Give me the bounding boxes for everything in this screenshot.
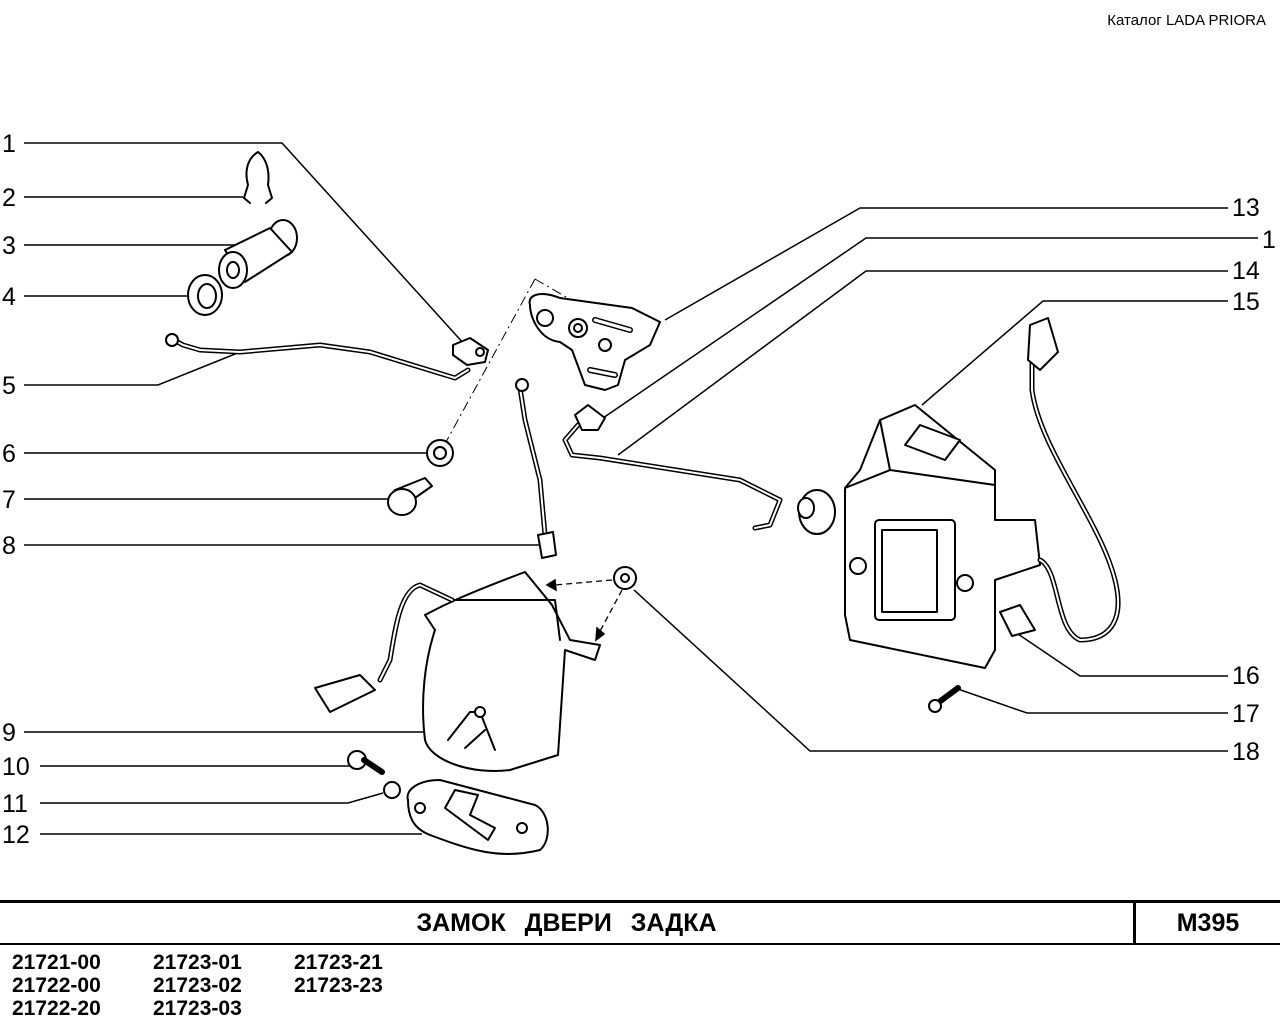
callout-17: 17	[1232, 700, 1260, 728]
rod-14	[562, 422, 783, 531]
leader-18	[633, 589, 1228, 752]
leader-13	[664, 207, 1228, 321]
callout-8: 8	[2, 532, 16, 560]
leader-1	[24, 142, 466, 346]
rod-clip-right	[574, 404, 606, 431]
callout-13: 13	[1232, 194, 1260, 222]
leader-5	[24, 351, 241, 386]
nut	[383, 781, 401, 799]
rod-clip	[452, 337, 489, 366]
callout-14: 14	[1232, 257, 1260, 285]
actuator-connector	[1027, 317, 1059, 371]
callout-16: 16	[1232, 662, 1260, 690]
page-code: M395	[1176, 909, 1240, 937]
callout-10: 10	[2, 753, 30, 781]
model-code: 21723-01	[153, 951, 242, 974]
footer-divider	[1133, 900, 1136, 945]
callout-9: 9	[2, 719, 16, 747]
lever-bracket	[528, 293, 661, 391]
model-code: 21723-03	[153, 997, 242, 1020]
callout-4: 4	[2, 283, 16, 311]
spring-clip	[243, 151, 273, 204]
callout-2: 2	[2, 184, 16, 212]
model-code: 21723-23	[294, 974, 383, 997]
leader-15	[921, 300, 1228, 406]
actuator-bracket	[999, 604, 1036, 637]
leader-14	[617, 270, 1228, 456]
callout-1-right: 1	[1262, 226, 1276, 254]
model-code: 21723-21	[294, 951, 383, 974]
callout-5: 5	[2, 372, 16, 400]
leader-17	[954, 687, 1228, 714]
leader-16	[1014, 631, 1228, 677]
callout-15: 15	[1232, 288, 1260, 316]
callout-1: 1	[2, 130, 16, 158]
exploded-parts-diagram	[24, 142, 1258, 856]
callout-7: 7	[2, 486, 16, 514]
model-code: 21721-00	[12, 951, 101, 974]
callout-12: 12	[2, 821, 30, 849]
leader-11	[40, 792, 384, 804]
footer-middle-rule	[0, 943, 1280, 945]
lock-body	[422, 571, 601, 772]
rod-5	[167, 335, 471, 381]
model-code: 21722-00	[12, 974, 101, 997]
catalog-header: Каталог LADA PRIORA	[1107, 12, 1266, 29]
page-title: ЗАМОК ДВЕРИ ЗАДКА	[416, 909, 717, 937]
model-code: 21723-02	[153, 974, 242, 997]
callout-6: 6	[2, 440, 16, 468]
striker-plate	[406, 779, 549, 856]
footer-top-rule	[0, 900, 1280, 903]
callout-11: 11	[2, 790, 28, 818]
callout-3: 3	[2, 232, 16, 260]
lock-connector	[314, 674, 376, 713]
callout-18: 18	[1232, 738, 1260, 766]
leader-1-right	[602, 237, 1258, 419]
model-code: 21722-20	[12, 997, 101, 1020]
